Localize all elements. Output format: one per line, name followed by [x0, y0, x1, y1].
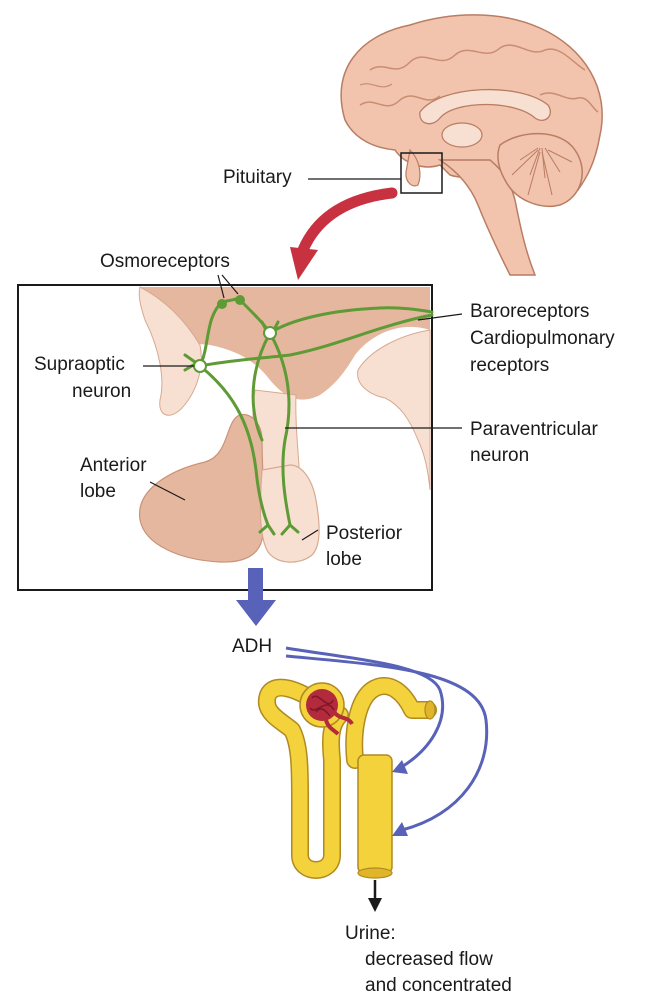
red-zoom-arrow — [290, 187, 398, 280]
osmoreceptors-leader-1 — [217, 274, 225, 299]
label-posterior: Posterior — [326, 523, 403, 544]
anterior-leader — [149, 481, 186, 501]
label-baroreceptors: Baroreceptors — [470, 301, 590, 322]
label-urine-concentrated: and concentrated — [365, 975, 512, 996]
posterior-leader — [301, 529, 319, 541]
osmoreceptor-left — [217, 299, 227, 309]
supraoptic-cell-body — [193, 359, 207, 373]
blue-down-arrow — [236, 568, 276, 626]
label-urine: Urine: — [345, 923, 396, 944]
label-pituitary: Pituitary — [223, 167, 292, 188]
baroreceptors-leader — [417, 313, 463, 321]
adh-arrowhead-upper — [392, 760, 408, 774]
label-supraoptic-neuron: neuron — [72, 381, 132, 402]
label-paraventricular-neuron: neuron — [470, 445, 530, 466]
glomerulus — [306, 689, 338, 721]
osmoreceptors-leader-2 — [221, 274, 239, 295]
label-paraventricular: Paraventricular — [470, 419, 598, 440]
label-supraoptic: Supraoptic — [34, 354, 125, 375]
pituitary-highlight-box — [400, 152, 443, 194]
label-adh: ADH — [232, 636, 273, 657]
label-osmoreceptors: Osmoreceptors — [100, 251, 230, 272]
label-posterior-lobe: lobe — [326, 549, 362, 570]
label-urine-flow: decreased flow — [365, 949, 493, 970]
label-anterior: Anterior — [80, 455, 147, 476]
adh-action-arrows — [285, 646, 489, 832]
osmoreceptor-right — [235, 295, 245, 305]
label-cardiopulmonary: Cardiopulmonary — [470, 328, 615, 349]
urine-flow-arrow — [368, 880, 382, 912]
brain-illustration — [340, 14, 603, 276]
paraventricular-cell-body — [263, 326, 277, 340]
adh-arrowhead-lower — [392, 822, 408, 836]
nephron-illustration — [257, 677, 437, 879]
label-receptors: receptors — [470, 355, 550, 376]
label-anterior-lobe: lobe — [80, 481, 116, 502]
